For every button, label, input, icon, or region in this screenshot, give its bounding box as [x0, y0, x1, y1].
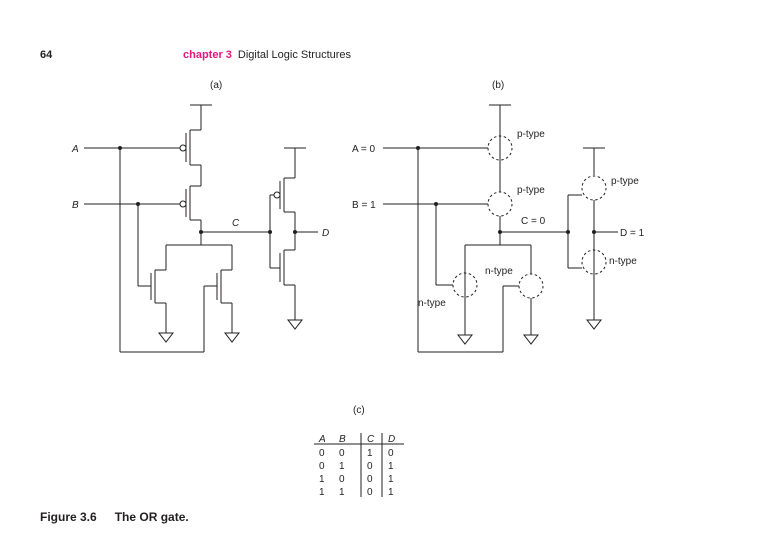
panel-a-input-a: A	[71, 144, 79, 155]
panel-a-input-b: B	[72, 200, 79, 211]
figure-title: The OR gate.	[114, 510, 189, 524]
table-cell: 0	[388, 448, 394, 459]
panel-b-n-type-2: n-type	[418, 298, 446, 309]
header-cell: C	[367, 434, 375, 445]
panel-b-circuit	[383, 104, 618, 353]
header-cell: A	[318, 434, 326, 445]
panel-c-label: (c)	[353, 405, 365, 416]
panel-b-node-c: C = 0	[521, 216, 546, 227]
page-number: 64	[40, 49, 53, 61]
chapter-title: Digital Logic Structures	[237, 49, 352, 61]
table-cell: 0	[319, 461, 325, 472]
panel-b-n-type-1: n-type	[485, 266, 513, 277]
header-cell: B	[339, 434, 346, 445]
table-cell: 0	[339, 448, 345, 459]
table-cell: 0	[367, 474, 373, 485]
table-cell: 0	[339, 474, 345, 485]
table-cell: 1	[388, 487, 394, 498]
table-cell: 0	[367, 487, 373, 498]
panel-b-p-type-2: p-type	[517, 185, 545, 196]
truth-table-lines	[314, 433, 404, 497]
figure-caption: Figure 3.6 The OR gate.	[40, 510, 189, 524]
panel-a-node-c: C	[232, 218, 240, 229]
panel-b-closed-contacts	[464, 135, 595, 298]
table-cell: 0	[367, 461, 373, 472]
panel-b-n-type-3: n-type	[609, 256, 637, 267]
chapter-label: chapter 3	[183, 49, 232, 61]
table-cell: 1	[388, 474, 394, 485]
panel-a-circuit	[84, 104, 318, 353]
panel-b-input-b: B = 1	[352, 200, 376, 211]
table-cell: 1	[319, 487, 325, 498]
figure-number: Figure 3.6	[40, 510, 97, 524]
panel-b-p-type-3: p-type	[611, 176, 639, 187]
table-cell: 1	[339, 461, 345, 472]
panel-a-output-d: D	[322, 228, 329, 239]
truth-table: A B C D 0 0 1 0 0 1 0 1 1 0 0 1 1 1 0 1	[314, 433, 404, 498]
panel-b-grounds	[457, 309, 602, 345]
panel-b-output-d: D = 1	[620, 228, 645, 239]
panel-b-input-a: A = 0	[352, 144, 376, 155]
truth-table-body: 0 0 1 0 0 1 0 1 1 0 0 1 1 1 0 1	[319, 448, 394, 498]
table-cell: 1	[319, 474, 325, 485]
table-cell: 1	[367, 448, 373, 459]
panel-a-dots	[118, 146, 297, 234]
panel-a-label: (a)	[210, 80, 222, 91]
panel-b-dots	[416, 146, 596, 234]
running-head: chapter 3 Digital Logic Structures	[183, 49, 351, 61]
table-cell: 0	[319, 448, 325, 459]
panel-b-p-type-1: p-type	[517, 129, 545, 140]
table-cell: 1	[339, 487, 345, 498]
truth-table-header: A B C D	[318, 434, 395, 445]
panel-b-label: (b)	[492, 80, 504, 91]
header-cell: D	[388, 434, 395, 445]
table-cell: 1	[388, 461, 394, 472]
panel-a-grounds	[158, 309, 303, 343]
